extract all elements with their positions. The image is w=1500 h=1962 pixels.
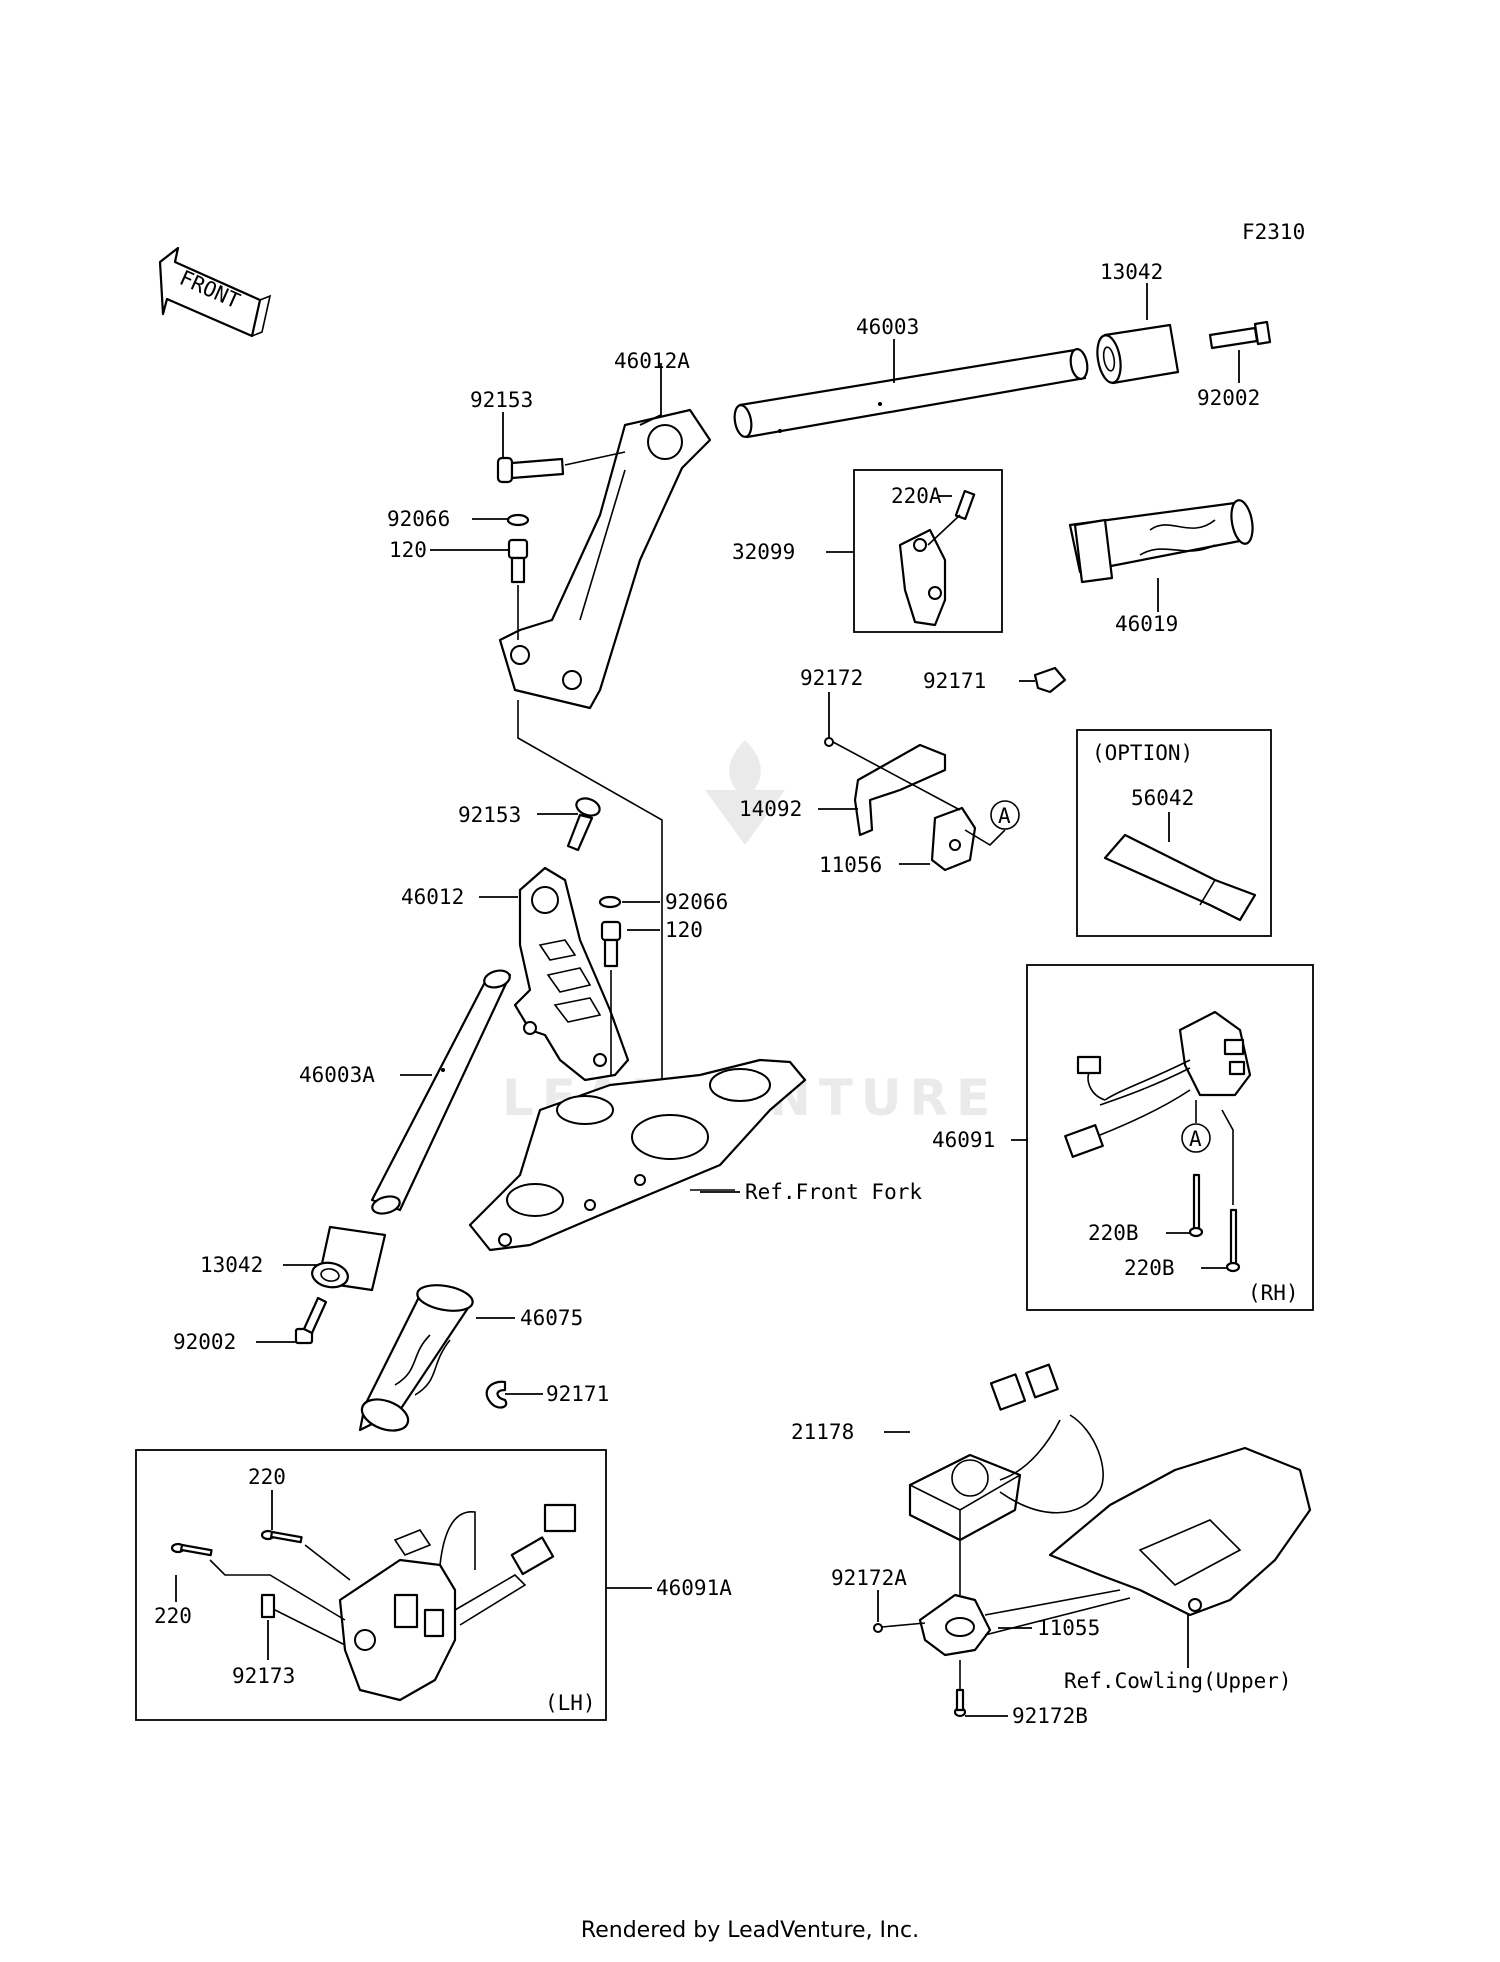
screw-220B-2 [1225, 1208, 1241, 1273]
bolt-92153-top [496, 456, 565, 484]
label-220B-2: 220B [1124, 1256, 1175, 1280]
label-92002-bottom: 92002 [173, 1330, 236, 1354]
bracket-11056 [930, 806, 977, 872]
label-92171-top: 92171 [923, 669, 986, 693]
label-220A: 220A [891, 484, 942, 508]
label-220-1: 220 [248, 1465, 286, 1489]
label-56042: 56042 [1131, 786, 1194, 810]
screw-220B-1 [1188, 1173, 1204, 1238]
box-32099 [853, 469, 1003, 633]
label-46091A: 46091A [656, 1576, 732, 1600]
label-92171-bottom: 92171 [546, 1382, 609, 1406]
washer-92066-top [506, 513, 530, 527]
switch-46091-rh [1064, 1010, 1252, 1158]
bolt-120-mid [600, 920, 622, 968]
label-21178: 21178 [791, 1420, 854, 1444]
label-46019: 46019 [1115, 612, 1178, 636]
marker-a-rh-label: A [1189, 1127, 1202, 1151]
bar-end-weight-13042-top [1096, 323, 1180, 385]
figure-code: F2310 [1242, 220, 1305, 244]
bar-end-weight-13042-bottom [311, 1225, 387, 1292]
unit-21178 [908, 1363, 1104, 1542]
bolt-92153-mid [566, 797, 601, 852]
label-120-top: 120 [389, 538, 427, 562]
ref-front-fork: Ref.Front Fork [745, 1180, 922, 1204]
option-box [1076, 729, 1272, 937]
label-11055: 11055 [1037, 1616, 1100, 1640]
label-92066-mid: 92066 [665, 890, 728, 914]
screw-92172B [953, 1688, 967, 1718]
triple-clamp [468, 1058, 807, 1252]
lh-label: (LH) [545, 1691, 596, 1715]
bolt-92002-top [1208, 320, 1272, 350]
label-220B-1: 220B [1088, 1221, 1139, 1245]
label-120-mid: 120 [665, 918, 703, 942]
bolt-92002-bottom [294, 1296, 328, 1345]
label-46012: 46012 [401, 885, 464, 909]
screw-220-2 [170, 1542, 213, 1557]
handlebar-holder-46012A [498, 408, 712, 710]
handlebar-46003A [370, 969, 512, 1215]
cover-14092 [853, 743, 947, 837]
label-13042-bottom: 13042 [200, 1253, 263, 1277]
clamp-32099 [898, 489, 976, 627]
label-32099: 32099 [732, 540, 795, 564]
label-92153-mid: 92153 [458, 803, 521, 827]
marker-a-rh [1181, 1123, 1211, 1153]
label-46003A: 46003A [299, 1063, 375, 1087]
ref-cowling-upper: Ref.Cowling(Upper) [1064, 1669, 1292, 1693]
label-13042-top: 13042 [1100, 260, 1163, 284]
grease-tube-56042 [1103, 833, 1257, 922]
label-46075: 46075 [520, 1306, 583, 1330]
cowling-upper [1048, 1446, 1312, 1617]
screw-92172A [873, 1623, 883, 1633]
grip-46075 [358, 1284, 474, 1432]
label-14092: 14092 [739, 797, 802, 821]
handlebar-holder-46012 [513, 866, 630, 1082]
marker-a-top [990, 800, 1020, 830]
end-cap-92171-top [1033, 666, 1067, 694]
marker-a-top-label: A [998, 804, 1011, 828]
screw-92172 [824, 737, 834, 747]
label-92153-top: 92153 [470, 388, 533, 412]
label-92066-top: 92066 [387, 507, 450, 531]
washer-92066-mid [598, 895, 622, 909]
label-220-2: 220 [154, 1604, 192, 1628]
label-92172A: 92172A [831, 1566, 907, 1590]
front-arrow-icon: FRONT [158, 246, 272, 338]
part-labels: 13042 46003 46012A 92153 92002 220A 9206… [154, 260, 1292, 1728]
switch-46091A-lh [338, 1503, 577, 1702]
handlebar-46003 [733, 348, 1089, 439]
footer-credit: Rendered by LeadVenture, Inc. [580, 1918, 920, 1943]
clip-92173 [260, 1593, 276, 1619]
bolt-120-top [507, 538, 529, 584]
end-cap-92171-bottom [485, 1380, 508, 1409]
label-46012A: 46012A [614, 349, 690, 373]
rh-label: (RH) [1248, 1281, 1299, 1305]
lh-switch-box [135, 1449, 607, 1721]
option-label: (OPTION) [1092, 741, 1193, 765]
label-92172: 92172 [800, 666, 863, 690]
label-46003: 46003 [856, 315, 919, 339]
label-11056: 11056 [819, 853, 882, 877]
grip-46019 [1068, 499, 1254, 584]
rh-switch-box [1026, 964, 1314, 1311]
label-46091: 46091 [932, 1128, 995, 1152]
label-92172B: 92172B [1012, 1704, 1088, 1728]
bracket-11055 [918, 1593, 992, 1657]
screw-220-1 [260, 1529, 303, 1544]
leader-lines [175, 283, 1240, 1717]
label-92002-top: 92002 [1197, 386, 1260, 410]
label-92173: 92173 [232, 1664, 295, 1688]
